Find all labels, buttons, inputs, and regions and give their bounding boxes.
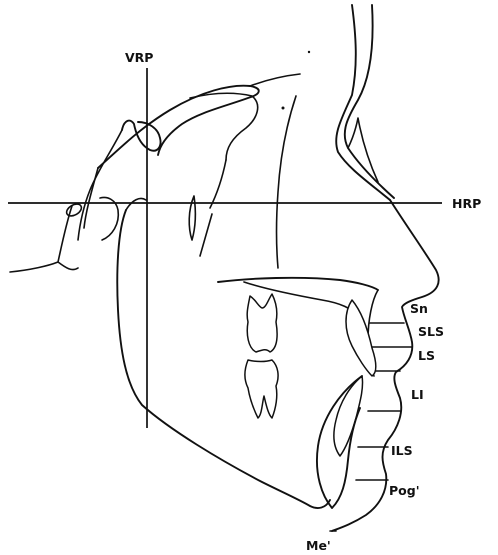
label-vrp: VRP xyxy=(125,50,153,65)
orbit-lower xyxy=(210,160,226,208)
mark-dot-2 xyxy=(308,51,310,53)
upper-molar xyxy=(247,294,277,352)
label-ils: ILS xyxy=(391,443,413,458)
palatal-plane xyxy=(218,278,378,290)
label-hrp: HRP xyxy=(452,196,481,211)
frontal-line xyxy=(250,74,300,86)
label-pog: Pog' xyxy=(389,483,420,498)
condyle xyxy=(100,198,118,241)
label-me: Me' xyxy=(306,538,331,553)
nasal-bone-tip xyxy=(348,118,378,182)
orbit-contour xyxy=(190,93,258,160)
sella-region xyxy=(122,121,161,151)
mandible-border xyxy=(117,210,330,508)
lower-molar xyxy=(245,360,278,418)
label-li: LI xyxy=(411,387,424,402)
soft-tissue-profile xyxy=(332,200,439,531)
label-sls: SLS xyxy=(418,324,444,339)
label-ls: LS xyxy=(418,348,435,363)
ptm-curve xyxy=(200,214,212,256)
occipital-lines xyxy=(10,168,98,272)
mark-dot-1 xyxy=(282,107,285,110)
ramus-inner xyxy=(126,198,146,210)
zygoma-curve xyxy=(277,96,297,268)
porion-oval xyxy=(65,202,84,219)
label-sn: Sn xyxy=(410,301,428,316)
nasal-bone-outer xyxy=(336,5,390,200)
